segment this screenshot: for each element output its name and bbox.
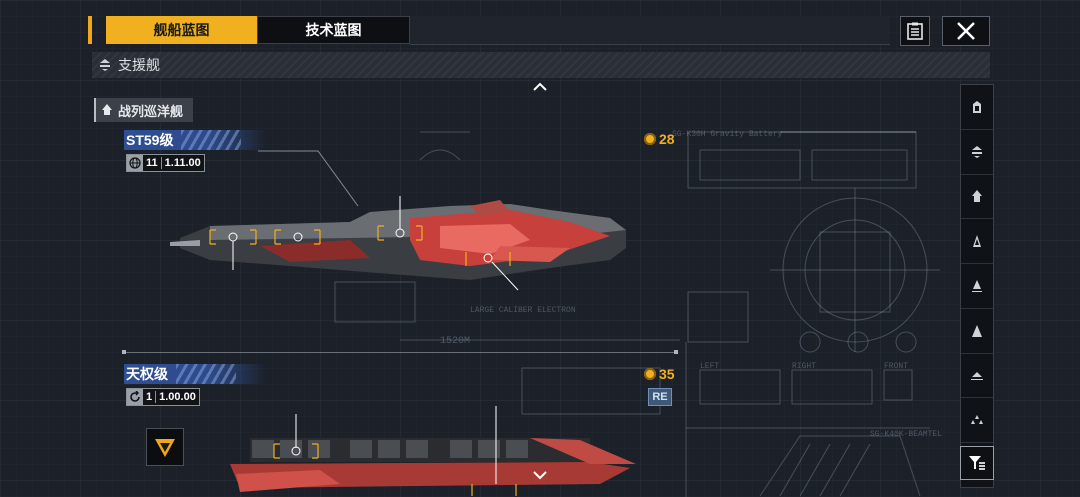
clipboard-icon [907, 22, 923, 40]
ship-class-label[interactable]: 天权级 [124, 364, 266, 384]
corvette-icon [971, 371, 983, 380]
destroyer-icon [972, 280, 982, 293]
sidebar-item-destroyer[interactable] [961, 264, 993, 309]
cost-value: 35 [659, 366, 675, 382]
ship-st59-image[interactable] [170, 196, 630, 292]
coin-icon [644, 368, 656, 380]
cannon-label: LARGE CALIBER ELECTRON [470, 306, 576, 315]
ship-class-name: ST59级 [126, 132, 174, 148]
section-divider [122, 350, 678, 354]
scroll-down-chevron-icon[interactable] [532, 470, 548, 480]
re-badge: RE [648, 388, 672, 406]
label-stripes [176, 364, 236, 384]
sidebar-item-corvette[interactable] [961, 354, 993, 399]
frigate-icon [973, 235, 981, 248]
blueprint-cost: 28 [644, 131, 675, 147]
ship-class-name: 天权级 [126, 366, 168, 382]
filter-icon [969, 456, 985, 470]
sidebar-item-cruiser[interactable] [961, 309, 993, 354]
version-number: 11 [146, 157, 158, 169]
tab-accent-bar [88, 16, 92, 44]
subcategory-label: 战列巡洋舰 [118, 103, 184, 119]
sidebar-item-carrier[interactable] [961, 85, 993, 130]
callout-line [258, 150, 359, 207]
tab-tech-blueprint[interactable]: 技术蓝图 [257, 16, 410, 44]
blueprint-cost: 35 [644, 366, 675, 382]
globe-icon [127, 155, 143, 171]
front-label: FRONT [884, 362, 909, 371]
category-header[interactable]: 支援舰 [92, 52, 990, 78]
subcategory-header[interactable]: 战列巡洋舰 [94, 98, 194, 122]
carrier-icon [973, 100, 981, 113]
version-box: 1 1.00.00 [126, 388, 200, 406]
sidebar-item-frigate[interactable] [961, 219, 993, 265]
notes-button[interactable] [900, 16, 930, 46]
support-ship-icon [100, 59, 110, 71]
ship-class-label[interactable]: ST59级 [124, 130, 266, 150]
collapse-chevron-icon[interactable] [532, 82, 548, 92]
faction-emblem-icon [155, 439, 175, 457]
version-box: 11 1.11.00 [126, 154, 205, 172]
top-strip [410, 16, 890, 45]
ship-type-sidebar [960, 84, 994, 488]
filter-button[interactable] [960, 446, 994, 480]
close-icon [957, 22, 975, 40]
ship-tianquan-image[interactable] [200, 404, 640, 497]
support-icon [972, 145, 982, 158]
battlecruiser-icon [972, 190, 982, 203]
ident-label: SG-K40K-BEAMTEL [870, 430, 943, 439]
close-button[interactable] [942, 16, 990, 46]
cruiser-icon [972, 324, 982, 337]
sidebar-item-battlecruiser[interactable] [961, 175, 993, 220]
battery-label: SG-K30H Gravity Battery [672, 130, 783, 139]
version-value: 1.11.00 [160, 157, 204, 169]
category-label: 支援舰 [118, 57, 160, 73]
cost-value: 28 [659, 131, 675, 147]
faction-badge [146, 428, 184, 466]
battlecruiser-icon [102, 104, 112, 115]
coin-icon [644, 133, 656, 145]
label-stripes [181, 130, 242, 150]
sidebar-item-aircraft[interactable] [961, 398, 993, 444]
right-label: RIGHT [792, 362, 817, 371]
tab-bar: 舰船蓝图 技术蓝图 [88, 16, 410, 44]
scale-label: 1520M [440, 336, 471, 347]
version-value: 1.00.00 [155, 391, 199, 403]
refresh-icon [127, 389, 143, 405]
left-label: LEFT [700, 362, 720, 371]
aircraft-icon [971, 415, 983, 425]
version-number: 1 [146, 391, 153, 403]
tab-ship-blueprint[interactable]: 舰船蓝图 [106, 16, 257, 44]
sidebar-item-support[interactable] [961, 130, 993, 175]
